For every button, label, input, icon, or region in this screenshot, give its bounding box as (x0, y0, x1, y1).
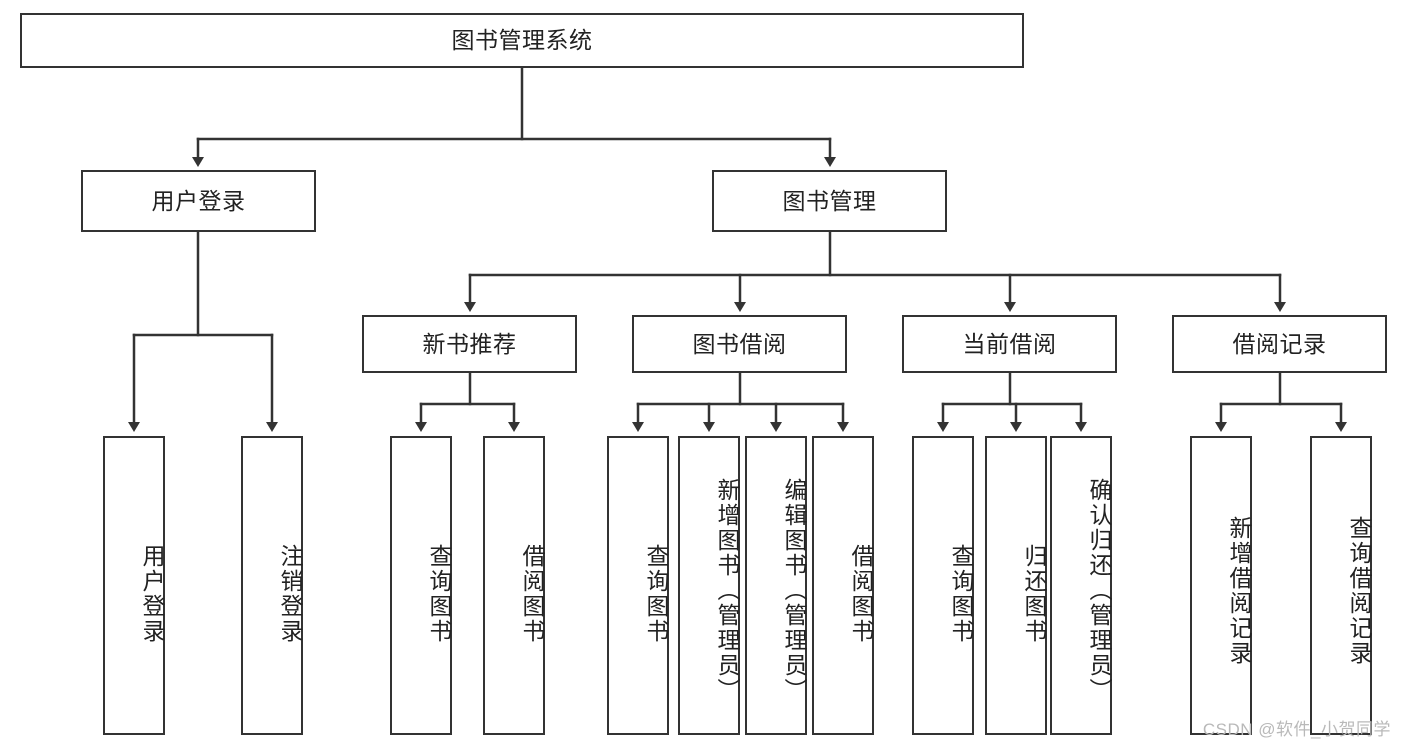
node-label: 图书管理 (782, 187, 877, 214)
node-label: 当前借阅 (962, 330, 1057, 357)
node-label: 确认归还（管理员） (1086, 478, 1112, 703)
leaf-book-borrow-query-book[interactable]: 查询图书 (607, 436, 669, 735)
node-label: 图书借阅 (692, 330, 787, 357)
node-label: 编辑图书（管理员） (781, 478, 807, 703)
node-current-borrow[interactable]: 当前借阅 (902, 315, 1117, 373)
leaf-user-login-logout[interactable]: 注销登录 (241, 436, 303, 735)
node-label: 新增借阅记录 (1226, 515, 1252, 666)
leaf-borrow-record-add-record[interactable]: 新增借阅记录 (1190, 436, 1252, 735)
node-label: 新增图书（管理员） (714, 478, 740, 703)
node-label: 查询图书 (643, 543, 669, 644)
leaf-new-book-query-book[interactable]: 查询图书 (390, 436, 452, 735)
node-label: 查询借阅记录 (1346, 515, 1372, 666)
node-label: 查询图书 (948, 543, 974, 644)
node-user-login[interactable]: 用户登录 (81, 170, 316, 232)
node-label: 借阅图书 (848, 543, 874, 644)
node-label: 查询图书 (426, 543, 452, 644)
leaf-book-borrow-add-book-admin[interactable]: 新增图书（管理员） (678, 436, 740, 735)
watermark-text: CSDN @软件_小贺同学 (1202, 720, 1391, 739)
leaf-current-borrow-return-book[interactable]: 归还图书 (985, 436, 1047, 735)
node-new-book-recommend[interactable]: 新书推荐 (362, 315, 577, 373)
node-book-management[interactable]: 图书管理 (712, 170, 947, 232)
node-label: 用户登录 (151, 187, 246, 214)
leaf-book-borrow-borrow-book[interactable]: 借阅图书 (812, 436, 874, 735)
node-book-borrow[interactable]: 图书借阅 (632, 315, 847, 373)
node-label: 归还图书 (1021, 543, 1047, 644)
leaf-current-borrow-query-book[interactable]: 查询图书 (912, 436, 974, 735)
node-label: 借阅图书 (519, 543, 545, 644)
leaf-book-borrow-edit-book-admin[interactable]: 编辑图书（管理员） (745, 436, 807, 735)
leaf-new-book-borrow-book[interactable]: 借阅图书 (483, 436, 545, 735)
leaf-borrow-record-query-record[interactable]: 查询借阅记录 (1310, 436, 1372, 735)
node-label: 借阅记录 (1232, 330, 1327, 357)
node-root-book-management-system[interactable]: 图书管理系统 (20, 13, 1024, 68)
node-borrow-record[interactable]: 借阅记录 (1172, 315, 1387, 373)
leaf-current-borrow-confirm-return-admin[interactable]: 确认归还（管理员） (1050, 436, 1112, 735)
leaf-user-login-login[interactable]: 用户登录 (103, 436, 165, 735)
node-label: 用户登录 (139, 543, 165, 644)
node-label: 新书推荐 (422, 330, 517, 357)
node-label: 注销登录 (277, 543, 303, 644)
node-label: 图书管理系统 (451, 27, 593, 54)
